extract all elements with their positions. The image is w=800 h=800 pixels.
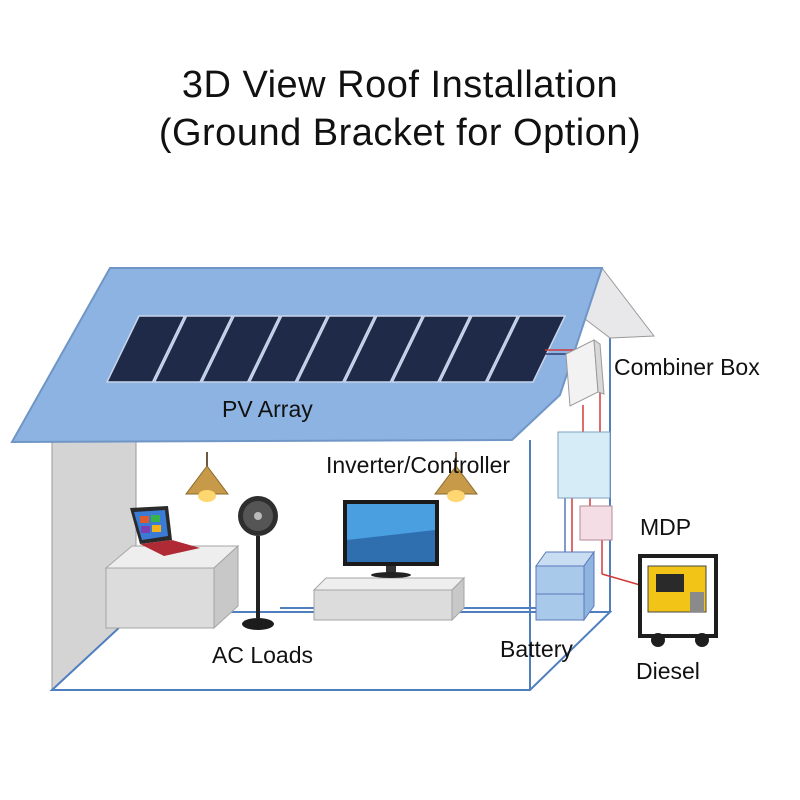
diagram-title-line-2: (Ground Bracket for Option) bbox=[158, 112, 642, 154]
label-ac-loads: AC Loads bbox=[212, 642, 314, 668]
television bbox=[343, 500, 439, 578]
mdp-panel bbox=[579, 505, 613, 541]
solar-panel bbox=[153, 315, 234, 383]
tv-stand bbox=[312, 576, 466, 622]
diesel-generator bbox=[638, 554, 718, 647]
label-diesel: Diesel bbox=[636, 658, 700, 684]
hanging-lamp-left bbox=[185, 452, 229, 502]
solar-panel bbox=[200, 315, 281, 383]
combiner-box bbox=[565, 339, 605, 407]
hanging-lamp-right bbox=[434, 452, 478, 502]
label-inverter-controller: Inverter/Controller bbox=[326, 452, 511, 478]
label-combiner-box: Combiner Box bbox=[614, 354, 760, 380]
pv-array bbox=[105, 315, 567, 383]
solar-panel bbox=[105, 315, 186, 383]
solar-panel bbox=[343, 315, 424, 383]
label-mdp: MDP bbox=[640, 514, 692, 540]
label-battery: Battery bbox=[500, 636, 573, 662]
laptop bbox=[130, 506, 200, 556]
solar-panel bbox=[248, 315, 329, 383]
table bbox=[104, 544, 240, 630]
standing-fan bbox=[238, 496, 278, 630]
solar-panel bbox=[296, 315, 376, 383]
solar-panel bbox=[438, 315, 519, 383]
label-pv-array: PV Array bbox=[222, 396, 313, 422]
battery-bank bbox=[535, 550, 595, 622]
inverter-controller-unit bbox=[557, 431, 611, 499]
diagram-title-line-1: 3D View Roof Installation bbox=[181, 64, 619, 106]
solar-panel bbox=[486, 315, 567, 383]
solar-panel bbox=[391, 315, 472, 383]
